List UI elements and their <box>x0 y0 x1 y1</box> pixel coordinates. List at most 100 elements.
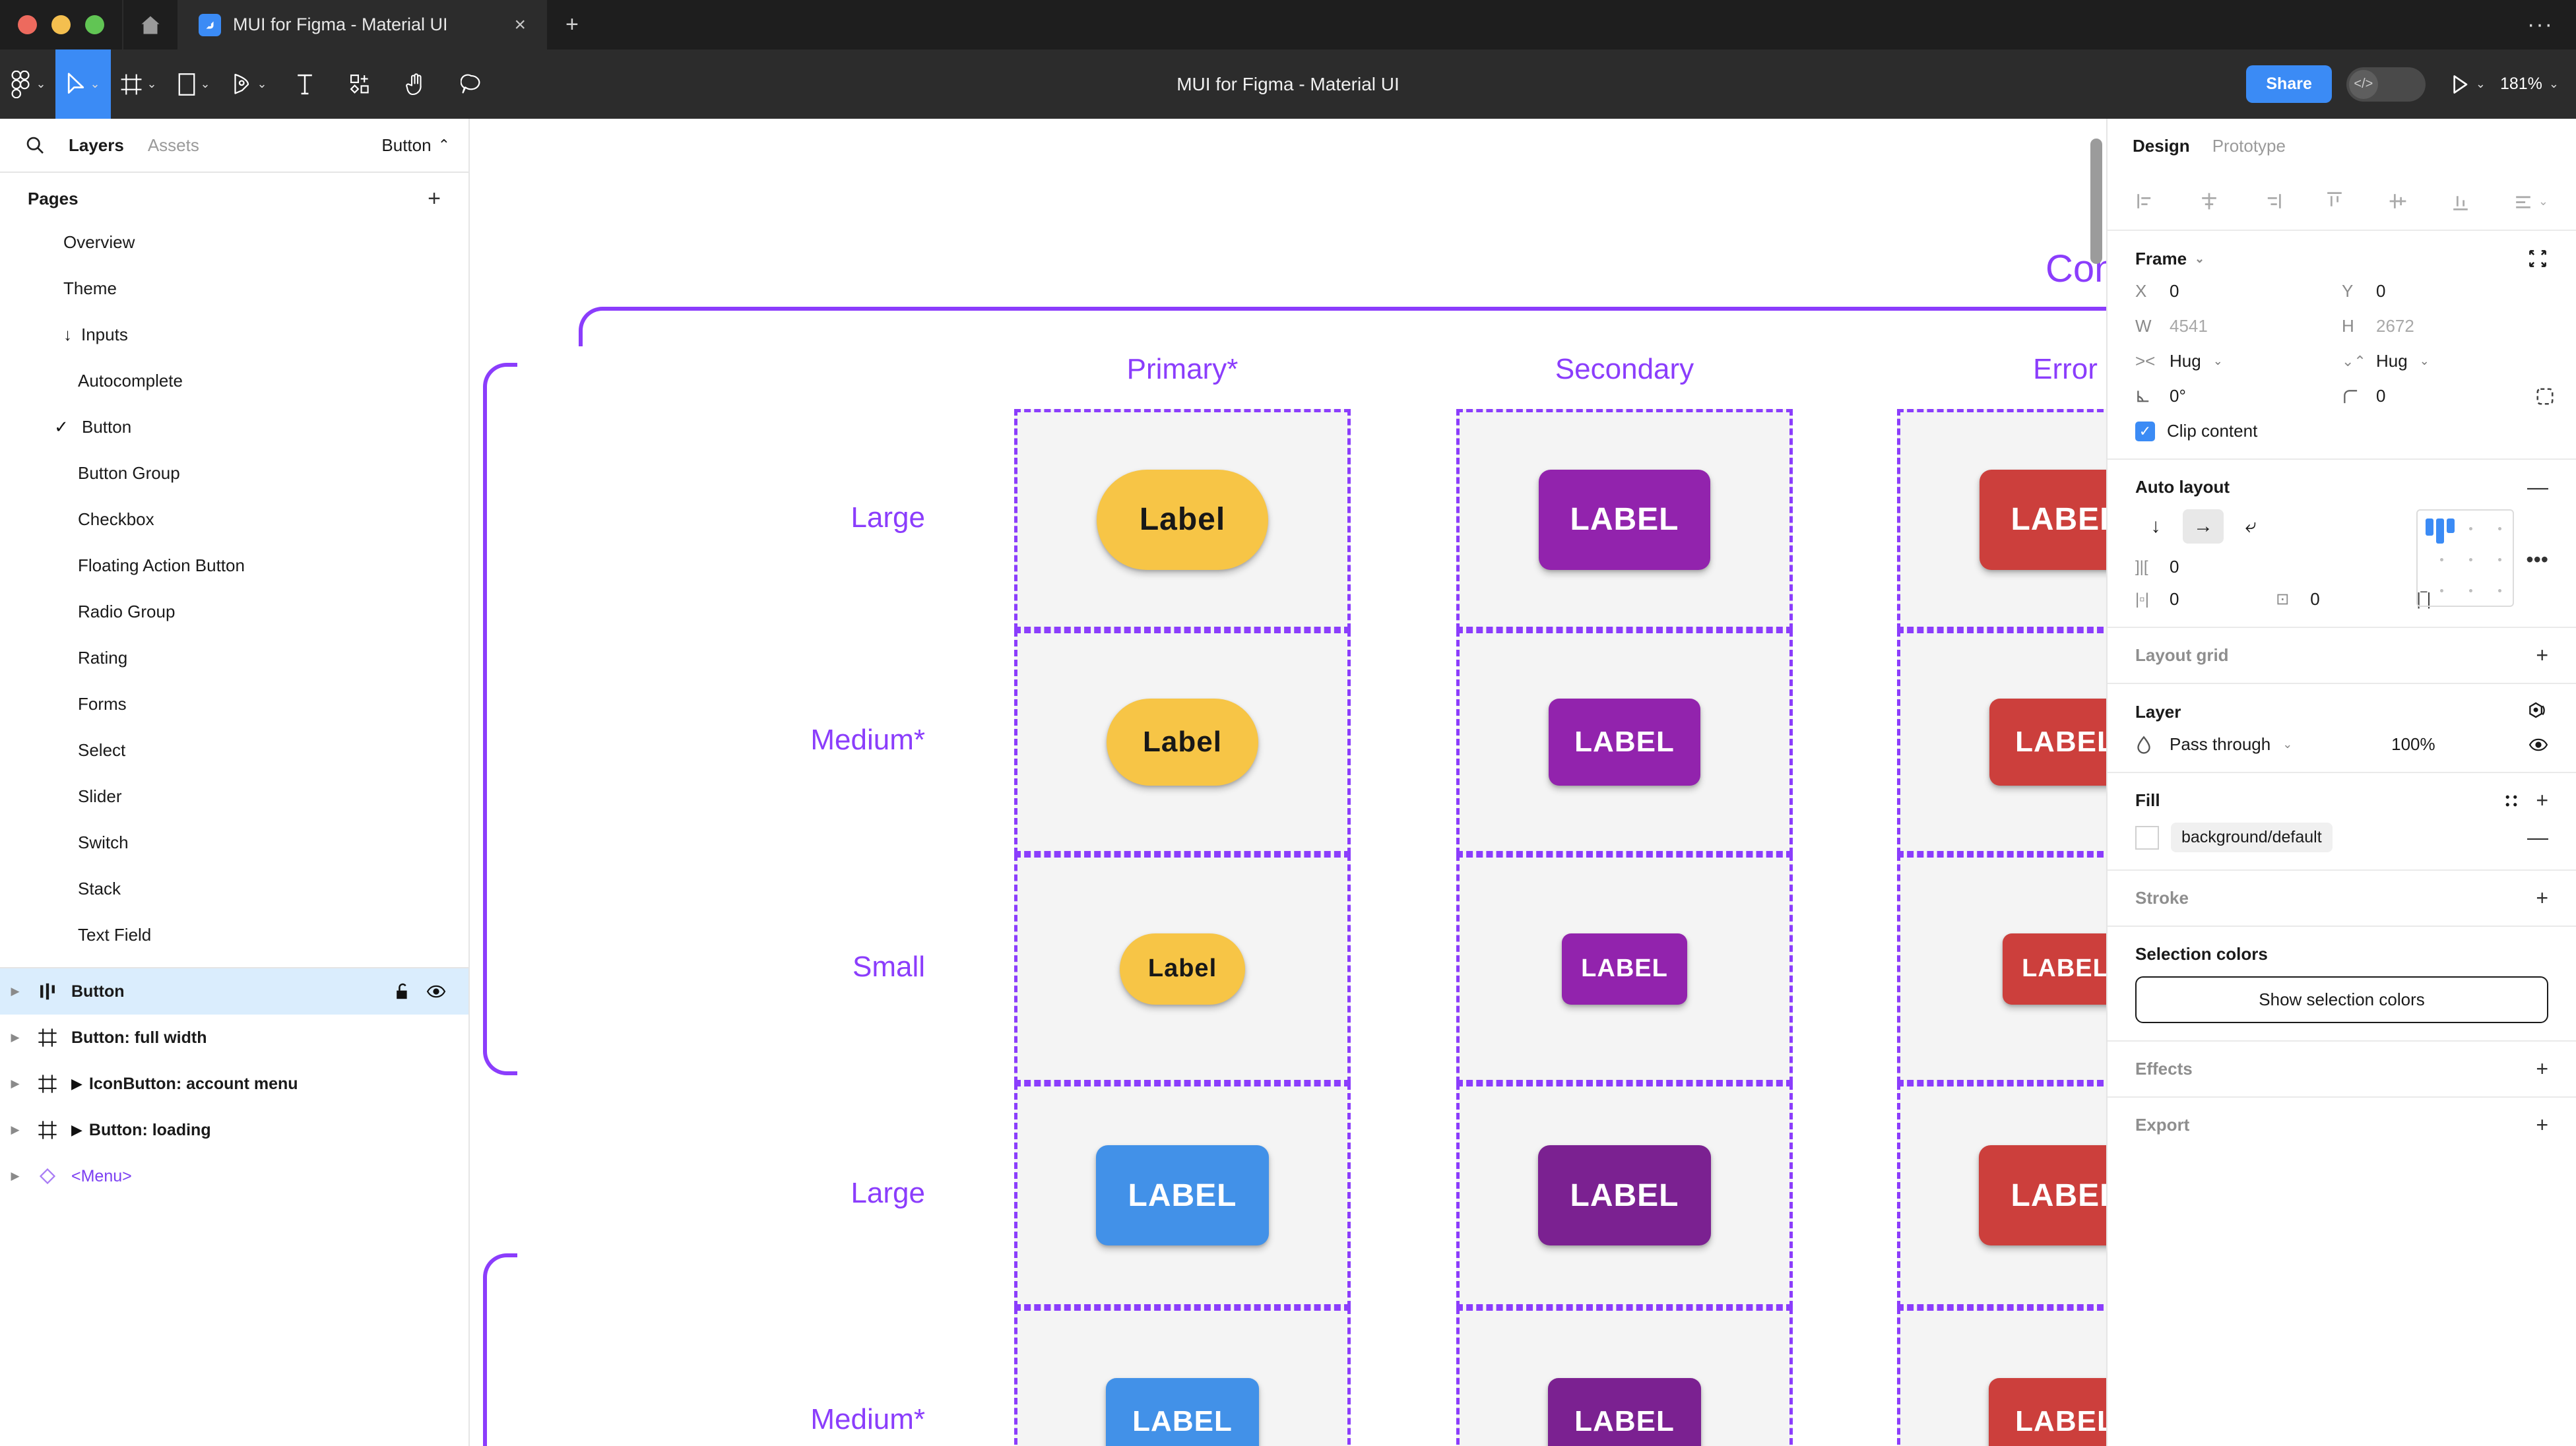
chevron-right-icon[interactable]: ▶ <box>11 1123 20 1136</box>
auto-layout-gap-field[interactable]: ]|[ 0 <box>2135 557 2416 577</box>
add-fill-button[interactable]: + <box>2536 788 2548 813</box>
layer-opacity-field[interactable]: 100% <box>2391 734 2548 755</box>
frame-hug-horizontal-field[interactable]: >< Hug ⌄ <box>2135 351 2342 371</box>
zoom-level-control[interactable]: 181% ⌄ <box>2500 75 2559 94</box>
layer-row[interactable]: ▶Button: full width <box>0 1015 468 1061</box>
layer-row[interactable]: ▶▶IconButton: account menu <box>0 1061 468 1107</box>
canvas-button[interactable]: LABEL <box>1980 469 2106 570</box>
ellipsis-icon[interactable]: ••• <box>2526 547 2548 571</box>
scale-to-fit-icon[interactable] <box>2527 248 2548 269</box>
fill-style-name[interactable]: background/default <box>2171 823 2333 852</box>
sidebar-page-item[interactable]: Theme <box>0 265 468 311</box>
search-icon[interactable] <box>25 135 45 155</box>
tab-design[interactable]: Design <box>2133 135 2190 156</box>
sidebar-page-item[interactable]: Autocomplete <box>0 358 468 404</box>
add-effect-button[interactable]: + <box>2536 1057 2548 1081</box>
browser-overflow-menu-button[interactable]: ··· <box>2527 12 2554 37</box>
layer-row[interactable]: ▶▶Button: loading <box>0 1107 468 1153</box>
chevron-right-icon[interactable]: ▶ <box>11 1077 20 1090</box>
close-tab-button[interactable]: × <box>514 13 526 36</box>
share-button[interactable]: Share <box>2246 65 2332 103</box>
tab-prototype[interactable]: Prototype <box>2212 135 2286 156</box>
canvas-button[interactable]: LABEL <box>1989 699 2106 786</box>
expand-arrow-icon[interactable]: ▶ <box>71 1075 82 1092</box>
style-grid-icon[interactable] <box>2503 792 2520 809</box>
remove-auto-layout-button[interactable]: — <box>2527 475 2548 499</box>
auto-layout-vertical-padding-field[interactable]: ⊡ 0 |‾| <box>2276 589 2431 610</box>
align-right-icon[interactable] <box>2261 190 2283 212</box>
add-layout-grid-button[interactable]: + <box>2536 643 2548 668</box>
frame-height-field[interactable]: H 2672 <box>2342 316 2548 336</box>
move-cursor-icon[interactable]: ⌄ <box>55 49 111 119</box>
canvas-button[interactable]: LABEL <box>1549 699 1700 786</box>
canvas-button[interactable]: Label <box>1120 933 1245 1005</box>
sidebar-page-item[interactable]: Overview <box>0 219 468 265</box>
canvas-button[interactable]: LABEL <box>1096 1145 1269 1245</box>
present-button[interactable]: ⌄ <box>2440 75 2486 94</box>
pen-icon[interactable]: ⌄ <box>222 49 277 119</box>
sidebar-page-item[interactable]: Radio Group <box>0 588 468 635</box>
shape-rectangle-icon[interactable]: ⌄ <box>166 49 222 119</box>
add-page-button[interactable]: + <box>428 186 441 211</box>
canvas-button[interactable]: LABEL <box>1106 1377 1259 1446</box>
blend-mode-field[interactable]: Pass through ⌄ <box>2135 734 2391 755</box>
chevron-right-icon[interactable]: ▶ <box>11 985 20 997</box>
text-icon[interactable] <box>277 49 333 119</box>
auto-layout-horizontal-padding-field[interactable]: |▫| 0 <box>2135 589 2276 610</box>
layer-styles-icon[interactable] <box>2527 701 2548 722</box>
canvas-button[interactable]: LABEL <box>1538 1145 1711 1245</box>
wrap-icon[interactable]: ⤶ <box>2245 515 2257 537</box>
figma-canvas[interactable]: Contained Primary*SecondaryErrorWarningL… <box>470 119 2106 1446</box>
arrow-down-icon[interactable]: ↓ <box>2150 515 2161 537</box>
eye-icon[interactable] <box>426 982 446 1001</box>
sidebar-page-item[interactable]: ✓Button <box>0 404 468 450</box>
canvas-button[interactable]: LABEL <box>1989 1377 2106 1446</box>
frame-width-field[interactable]: W 4541 <box>2135 316 2342 336</box>
canvas-button[interactable]: LABEL <box>2003 933 2106 1005</box>
align-bottom-icon[interactable] <box>2449 190 2472 212</box>
sidebar-page-item[interactable]: Select <box>0 727 468 773</box>
show-selection-colors-button[interactable]: Show selection colors <box>2135 976 2548 1023</box>
hand-icon[interactable] <box>388 49 443 119</box>
canvas-vertical-scrollbar[interactable] <box>2090 139 2102 264</box>
independent-corners-icon[interactable] <box>2535 387 2555 406</box>
resources-icon[interactable] <box>333 49 388 119</box>
maximize-window-button[interactable] <box>85 15 104 34</box>
unlock-icon[interactable] <box>395 982 412 1001</box>
distribute-icon[interactable]: ⌄ <box>2512 190 2548 212</box>
sidebar-page-item[interactable]: Text Field <box>0 912 468 958</box>
add-export-button[interactable]: + <box>2536 1113 2548 1137</box>
frame-icon[interactable]: ⌄ <box>111 49 166 119</box>
layer-row[interactable]: ▶<Menu> <box>0 1153 468 1199</box>
expand-arrow-icon[interactable]: ▶ <box>71 1121 82 1138</box>
frame-corner-radius-field[interactable]: 0 <box>2342 386 2554 406</box>
remove-fill-button[interactable]: — <box>2527 825 2548 850</box>
canvas-button[interactable]: LABEL <box>1979 1145 2106 1245</box>
sidebar-page-item[interactable]: Rating <box>0 635 468 681</box>
frame-y-field[interactable]: Y 0 <box>2342 281 2548 301</box>
figma-menu-icon[interactable]: ⌄ <box>0 49 55 119</box>
canvas-button[interactable]: LABEL <box>1548 1377 1701 1446</box>
close-window-button[interactable] <box>18 15 37 34</box>
minimize-window-button[interactable] <box>51 15 71 34</box>
chevron-right-icon[interactable]: ▶ <box>11 1031 20 1044</box>
sidebar-page-item[interactable]: Slider <box>0 773 468 819</box>
align-vertical-center-icon[interactable] <box>2387 190 2409 212</box>
home-button[interactable] <box>122 0 177 49</box>
new-tab-button[interactable]: + <box>565 12 579 37</box>
sidebar-page-item[interactable]: Checkbox <box>0 496 468 542</box>
sidebar-page-item[interactable]: Stack <box>0 865 468 912</box>
sidebar-page-item[interactable]: Switch <box>0 819 468 865</box>
align-top-icon[interactable] <box>2323 190 2346 212</box>
sidebar-page-item[interactable]: Forms <box>0 681 468 727</box>
frame-hug-vertical-field[interactable]: ⌄⌃ Hug ⌄ <box>2342 351 2548 371</box>
sidebar-page-item[interactable]: ↓Inputs <box>0 311 468 358</box>
comment-icon[interactable] <box>443 49 499 119</box>
clip-content-row[interactable]: ✓ Clip content <box>2135 421 2548 441</box>
arrow-right-icon[interactable]: → <box>2183 509 2224 544</box>
align-horizontal-center-icon[interactable] <box>2198 190 2220 212</box>
tab-assets[interactable]: Assets <box>147 135 199 155</box>
tab-layers[interactable]: Layers <box>69 135 124 155</box>
dev-mode-toggle[interactable]: </> <box>2346 67 2426 102</box>
canvas-button[interactable]: LABEL <box>1539 469 1710 570</box>
